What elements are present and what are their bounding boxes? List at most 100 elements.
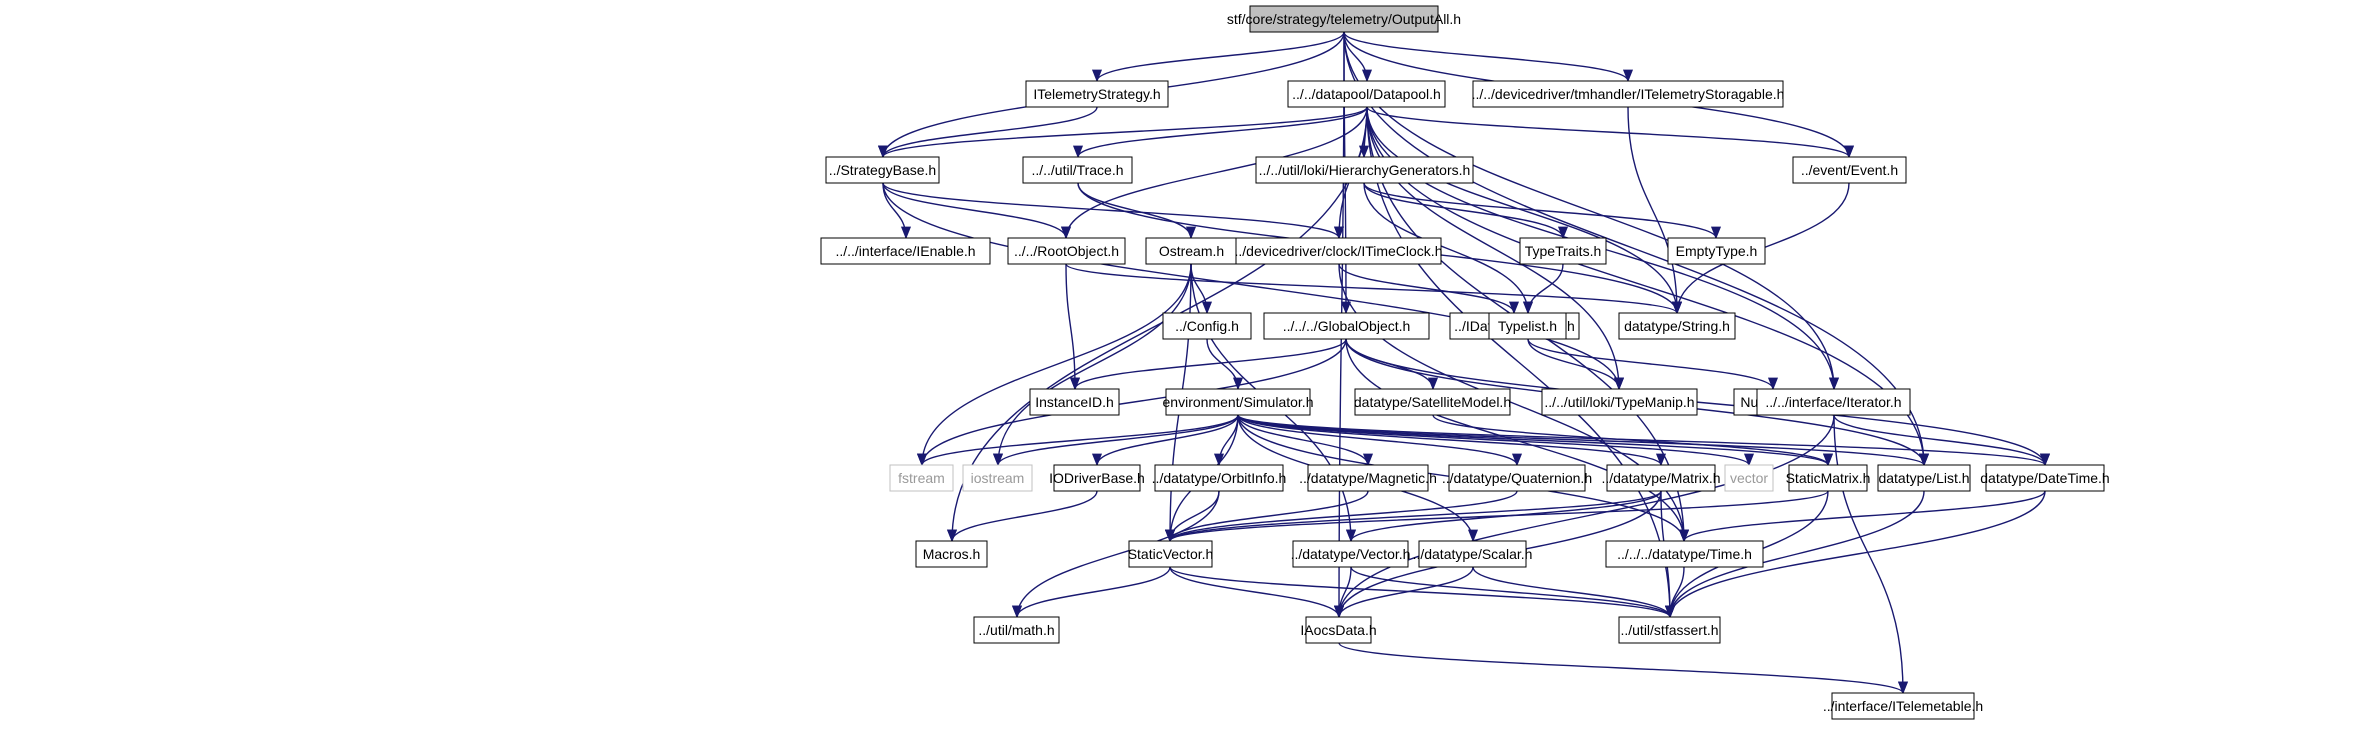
- node-satmodel[interactable]: datatype/SatelliteModel.h: [1354, 388, 1511, 416]
- node-ienable[interactable]: ../../interface/IEnable.h: [820, 237, 991, 265]
- node-hiergen[interactable]: ../../util/loki/HierarchyGenerators.h: [1255, 156, 1474, 184]
- node-label-config: ../Config.h: [1175, 318, 1239, 334]
- node-root: stf/core/strategy/telemetry/OutputAll.h: [1227, 5, 1461, 33]
- node-strategybase[interactable]: ../StrategyBase.h: [825, 156, 940, 184]
- node-quaternion[interactable]: ../datatype/Quaternion.h: [1442, 464, 1592, 492]
- node-event[interactable]: ../event/Event.h: [1792, 156, 1907, 184]
- node-itimeclock[interactable]: ../devicedriver/clock/ITimeClock.h: [1235, 237, 1443, 265]
- edge-simulator-to-vector: [1237, 414, 1754, 467]
- node-box-trace[interactable]: [1022, 156, 1133, 184]
- edge-trace-to-ostream: [1077, 182, 1196, 240]
- node-label-ienable: ../../interface/IEnable.h: [835, 243, 975, 259]
- node-label-emptytype: EmptyType.h: [1676, 243, 1758, 259]
- node-staticmatrix[interactable]: StaticMatrix.h: [1786, 464, 1871, 492]
- node-box-scalar[interactable]: [1418, 540, 1527, 568]
- node-list[interactable]: datatype/List.h: [1877, 464, 1971, 492]
- node-box-rootobject[interactable]: [1007, 237, 1126, 265]
- node-label-itelstor: ../../devicedriver/tmhandler/ITelemetryS…: [1472, 86, 1785, 102]
- node-box-list[interactable]: [1877, 464, 1971, 492]
- edge-staticvector-to-math: [1012, 566, 1171, 619]
- node-box-staticmatrix[interactable]: [1788, 464, 1868, 492]
- node-iterator[interactable]: ../../interface/Iterator.h: [1756, 388, 1911, 416]
- node-itelstor[interactable]: ../../devicedriver/tmhandler/ITelemetryS…: [1472, 80, 1785, 108]
- node-box-instanceid[interactable]: [1029, 388, 1120, 416]
- node-box-iterator[interactable]: [1756, 388, 1911, 416]
- node-box-itimeclock[interactable]: [1235, 237, 1442, 265]
- node-box-event[interactable]: [1792, 156, 1907, 184]
- node-macros[interactable]: Macros.h: [915, 540, 988, 568]
- node-box-magnetic[interactable]: [1307, 464, 1429, 492]
- node-box-itelstrat[interactable]: [1025, 80, 1169, 108]
- node-box-dvector[interactable]: [1292, 540, 1409, 568]
- node-box-iaocsdata[interactable]: [1305, 616, 1372, 644]
- node-layer: stf/core/strategy/telemetry/OutputAll.hI…: [820, 5, 2110, 720]
- edge-globalobject-to-fstream: [917, 338, 1347, 467]
- edge-datapool-to-trace: [1073, 106, 1368, 159]
- node-box-emptytype[interactable]: [1667, 237, 1766, 265]
- node-typemanip[interactable]: ../../util/loki/TypeManip.h: [1541, 388, 1698, 416]
- node-box-config[interactable]: [1162, 312, 1252, 340]
- node-box-datetime[interactable]: [1985, 464, 2105, 492]
- node-itelstrat[interactable]: ITelemetryStrategy.h: [1025, 80, 1169, 108]
- edge-simulator-to-magnetic: [1237, 414, 1373, 467]
- node-string[interactable]: datatype/String.h: [1618, 312, 1736, 340]
- node-box-typelist[interactable]: [1488, 312, 1567, 340]
- node-box-math[interactable]: [973, 616, 1060, 644]
- node-box-ienable[interactable]: [820, 237, 991, 265]
- node-box-stfassert[interactable]: [1618, 616, 1721, 644]
- node-box-itelstor[interactable]: [1472, 80, 1784, 108]
- node-label-magnetic: ../datatype/Magnetic.h: [1299, 470, 1437, 486]
- node-time[interactable]: ../../../datatype/Time.h: [1605, 540, 1764, 568]
- node-typetraits[interactable]: TypeTraits.h: [1519, 237, 1607, 265]
- node-box-orbitinfo[interactable]: [1154, 464, 1284, 492]
- node-iaocsdata[interactable]: IAocsData.h: [1300, 616, 1377, 644]
- node-instanceid[interactable]: InstanceID.h: [1029, 388, 1120, 416]
- node-label-scalar: ../datatype/Scalar.h: [1413, 546, 1533, 562]
- node-magnetic[interactable]: ../datatype/Magnetic.h: [1299, 464, 1437, 492]
- node-globalobject[interactable]: ../../../GlobalObject.h: [1263, 312, 1430, 340]
- node-matrix[interactable]: ../datatype/Matrix.h: [1601, 464, 1721, 492]
- node-box-root: [1249, 5, 1439, 33]
- node-math[interactable]: ../util/math.h: [973, 616, 1060, 644]
- node-box-globalobject[interactable]: [1263, 312, 1430, 340]
- node-datapool[interactable]: ../../datapool/Datapool.h: [1287, 80, 1446, 108]
- node-staticvector[interactable]: StaticVector.h: [1128, 540, 1214, 568]
- node-box-matrix[interactable]: [1606, 464, 1716, 492]
- node-box-satmodel[interactable]: [1354, 388, 1511, 416]
- edge-simulator-to-fstream: [917, 414, 1239, 467]
- node-config[interactable]: ../Config.h: [1162, 312, 1252, 340]
- node-itelemetable[interactable]: ../interface/ITelemetable.h: [1823, 692, 1983, 720]
- edge-ostream-to-fstream: [916, 263, 1192, 467]
- node-box-vector: [1724, 464, 1774, 492]
- node-iodriver[interactable]: IODriverBase.h: [1049, 464, 1145, 492]
- node-box-ostream[interactable]: [1145, 237, 1238, 265]
- node-box-typemanip[interactable]: [1541, 388, 1698, 416]
- node-datetime[interactable]: datatype/DateTime.h: [1980, 464, 2110, 492]
- node-rootobject[interactable]: ../../RootObject.h: [1007, 237, 1126, 265]
- node-box-hiergen[interactable]: [1255, 156, 1474, 184]
- node-orbitinfo[interactable]: ../datatype/OrbitInfo.h: [1152, 464, 1287, 492]
- node-box-strategybase[interactable]: [825, 156, 940, 184]
- node-box-quaternion[interactable]: [1448, 464, 1586, 492]
- node-box-staticvector[interactable]: [1128, 540, 1213, 568]
- node-label-typemanip: ../../util/loki/TypeManip.h: [1544, 394, 1694, 410]
- node-scalar[interactable]: ../datatype/Scalar.h: [1413, 540, 1533, 568]
- edge-strategybase-to-typemanip: [882, 182, 1624, 391]
- node-dvector[interactable]: ../datatype/Vector.h: [1291, 540, 1411, 568]
- node-box-simulator[interactable]: [1165, 388, 1311, 416]
- node-box-time[interactable]: [1605, 540, 1764, 568]
- node-box-itelemetable[interactable]: [1831, 692, 1975, 720]
- node-simulator[interactable]: environment/Simulator.h: [1163, 388, 1314, 416]
- node-box-typetraits[interactable]: [1519, 237, 1607, 265]
- node-typelist[interactable]: Typelist.h: [1488, 312, 1567, 340]
- node-box-iodriver[interactable]: [1053, 464, 1141, 492]
- edge-staticmatrix-to-staticvector: [1165, 490, 1829, 543]
- node-emptytype[interactable]: EmptyType.h: [1667, 237, 1766, 265]
- node-box-string[interactable]: [1618, 312, 1736, 340]
- edge-scalar-to-stfassert: [1472, 566, 1675, 619]
- node-box-datapool[interactable]: [1287, 80, 1446, 108]
- node-box-macros[interactable]: [915, 540, 988, 568]
- node-stfassert[interactable]: ../util/stfassert.h: [1618, 616, 1721, 644]
- node-ostream[interactable]: Ostream.h: [1145, 237, 1238, 265]
- node-trace[interactable]: ../../util/Trace.h: [1022, 156, 1133, 184]
